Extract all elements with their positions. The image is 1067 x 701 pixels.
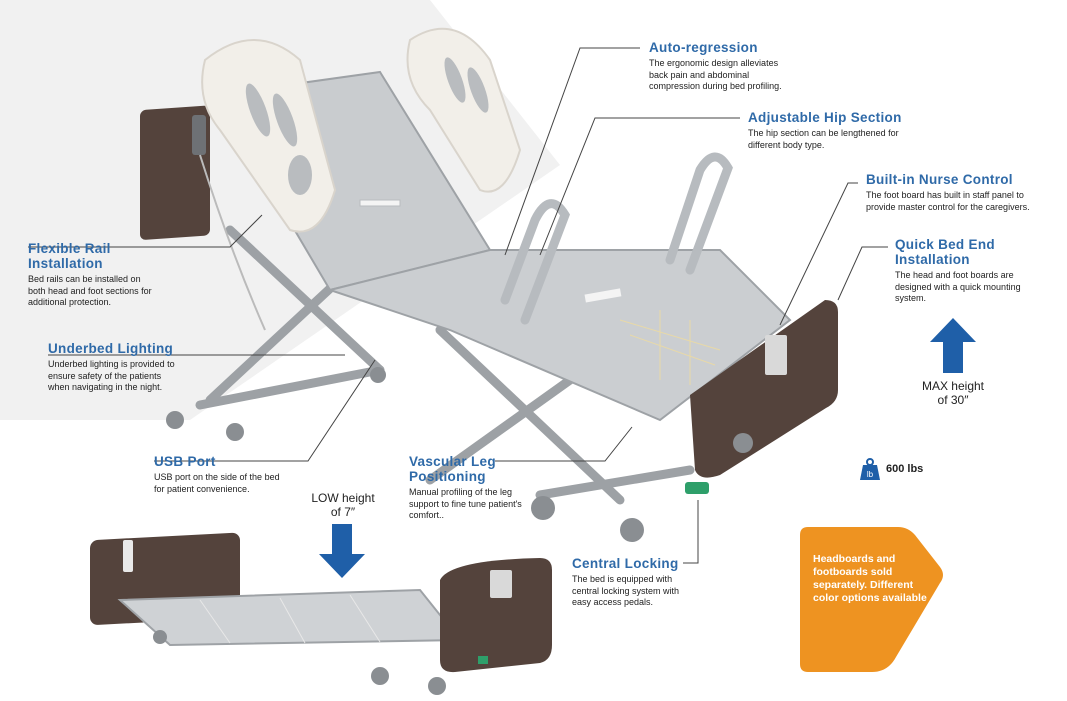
down-arrow-icon bbox=[319, 524, 365, 578]
feature-title: USB Port bbox=[154, 454, 216, 469]
weight-capacity: lb 600 lbs bbox=[860, 458, 923, 480]
max-height-line2: of 30″ bbox=[937, 393, 969, 407]
feature-title: Central Locking bbox=[572, 556, 679, 571]
feature-title: Underbed Lighting bbox=[48, 341, 174, 356]
feature-underbed-lighting: Underbed Lighting Underbed lighting is p… bbox=[48, 341, 278, 394]
feature-title: Adjustable Hip Section bbox=[748, 110, 902, 125]
low-height-label: LOW height of 7″ bbox=[295, 491, 391, 519]
feature-description: Underbed lighting is provided to ensure … bbox=[48, 359, 175, 392]
promo-box: Headboards and footboards sold separatel… bbox=[800, 527, 946, 672]
weight-icon-letter: lb bbox=[867, 470, 874, 479]
promo-text: Headboards and footboards sold separatel… bbox=[813, 553, 927, 604]
weight-icon: lb bbox=[860, 458, 880, 480]
weight-capacity-label: 600 lbs bbox=[886, 463, 924, 475]
feature-description: Bed rails can be installed on both head … bbox=[28, 274, 152, 307]
feature-usb-port: USB Port USB port on the side of the bed… bbox=[154, 454, 384, 495]
max-height-label: MAX height of 30″ bbox=[905, 379, 1001, 407]
feature-description: The foot board has built in staff panel … bbox=[866, 190, 1030, 212]
feature-description: The ergonomic design alleviates back pai… bbox=[649, 58, 782, 91]
feature-title: Quick Bed End Installation bbox=[895, 237, 995, 267]
feature-vascular-leg: Vascular Leg Positioning Manual profilin… bbox=[409, 454, 639, 522]
feature-title: Flexible Rail Installation bbox=[28, 241, 111, 271]
feature-description: The hip section can be lengthened for di… bbox=[748, 128, 899, 150]
feature-description: Manual profiling of the leg support to f… bbox=[409, 487, 522, 520]
feature-description: The bed is equipped with central locking… bbox=[572, 574, 680, 607]
feature-title: Auto-regression bbox=[649, 40, 758, 55]
low-height-line1: LOW height bbox=[311, 491, 375, 505]
low-height-line2: of 7″ bbox=[330, 505, 356, 519]
feature-auto-regression: Auto-regression The ergonomic design all… bbox=[649, 40, 879, 93]
max-height-line1: MAX height bbox=[921, 379, 985, 393]
feature-flexible-rail: Flexible Rail Installation Bed rails can… bbox=[28, 241, 258, 309]
up-arrow-icon bbox=[930, 318, 976, 373]
feature-quick-bed-end: Quick Bed End Installation The head and … bbox=[895, 237, 1067, 305]
feature-title: Vascular Leg Positioning bbox=[409, 454, 496, 484]
feature-description: USB port on the side of the bed for pati… bbox=[154, 472, 280, 494]
feature-central-locking: Central Locking The bed is equipped with… bbox=[572, 556, 802, 609]
feature-description: The head and foot boards are designed wi… bbox=[895, 270, 1021, 303]
feature-title: Built-in Nurse Control bbox=[866, 172, 1013, 187]
feature-adjustable-hip: Adjustable Hip Section The hip section c… bbox=[748, 110, 978, 151]
feature-nurse-control: Built-in Nurse Control The foot board ha… bbox=[866, 172, 1067, 213]
promo-shape bbox=[800, 527, 943, 672]
